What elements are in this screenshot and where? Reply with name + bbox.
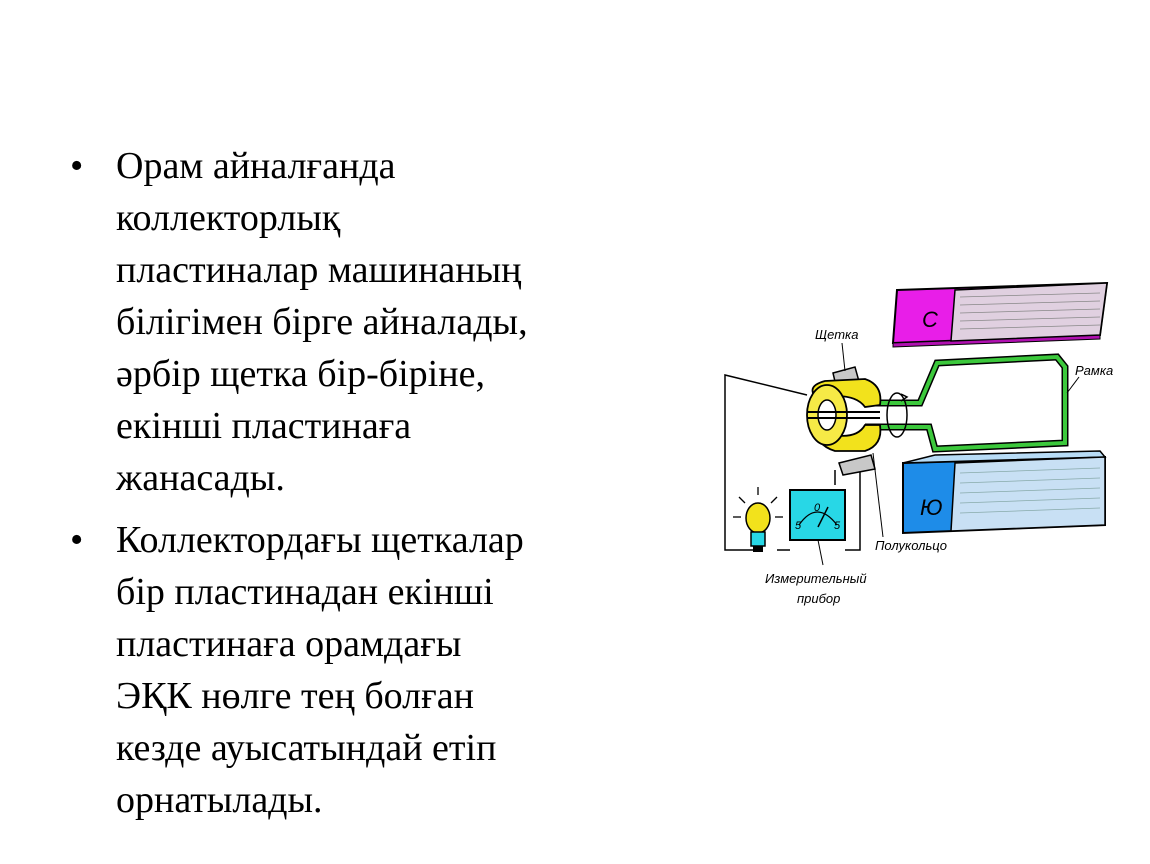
bullet-2-line-2: бір пластинадан екінші	[116, 571, 494, 613]
generator-diagram: С Ю	[724, 281, 1113, 606]
half-ring-label: Полукольцо	[875, 538, 947, 553]
rotation-arrow-icon	[886, 392, 909, 438]
north-pole-label: С	[922, 307, 938, 332]
bullet-1-line-1: Орам айналғанда	[116, 145, 396, 187]
south-pole-magnet: Ю	[902, 450, 1107, 535]
bullet-list: • Орам айналғанда коллекторлық пластинал…	[70, 140, 610, 836]
meter-label-line-2: прибор	[797, 591, 840, 606]
bullet-1-line-6: екінші пластинаға	[116, 405, 412, 447]
measuring-instrument: 5 0 5	[789, 489, 846, 541]
meter-scale-left: 5	[795, 520, 802, 532]
bullet-2-line-1: Коллектордағы щеткалар	[116, 519, 524, 561]
bullet-2-line-4: ЭҚК нөлге тең болған	[116, 675, 474, 717]
frame-label: Рамка	[1075, 363, 1113, 378]
leader-lines	[817, 342, 1080, 566]
bullet-2-line-3: пластинаға орамдағы	[116, 623, 462, 665]
meter-scale-right: 5	[834, 520, 841, 532]
bullet-2-line-5: кезде ауысатындай етіп	[116, 727, 497, 769]
north-pole-magnet: С	[891, 281, 1109, 348]
bullet-2-line-6: орнатылады.	[116, 779, 323, 821]
bullet-1-line-5: әрбір щетка бір-біріне,	[116, 353, 485, 395]
bullet-item-1: • Орам айналғанда коллекторлық пластинал…	[70, 140, 610, 504]
bullet-1-line-2: коллекторлық	[116, 197, 341, 239]
south-pole-label: Ю	[920, 495, 943, 520]
rotating-frame	[865, 353, 1069, 453]
circuit-wires	[724, 374, 861, 551]
bullet-1-line-3: пластиналар машинаның	[116, 249, 522, 291]
light-bulb-icon	[733, 487, 783, 552]
bullet-1-line-4: білігімен бірге айналады,	[116, 301, 528, 343]
bullet-item-2: • Коллектордағы щеткалар бір пластинадан…	[70, 514, 610, 826]
bullet-1-line-7: жанасады.	[116, 457, 285, 499]
collector-half-rings	[806, 378, 882, 452]
bullet-marker: •	[70, 145, 84, 187]
bullet-marker: •	[70, 519, 84, 561]
meter-label-line-1: Измерительный	[765, 571, 867, 586]
brush-label: Щетка	[815, 327, 858, 342]
meter-scale-center: 0	[814, 502, 821, 514]
